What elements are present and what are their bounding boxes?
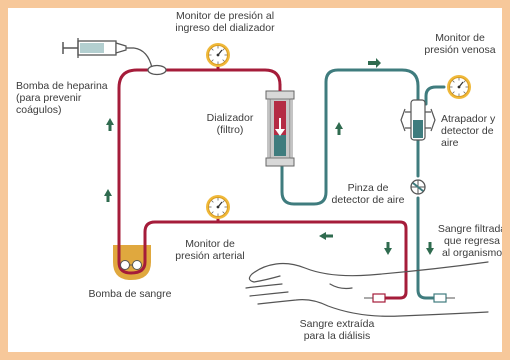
air-clamp-icon	[410, 179, 426, 195]
dialyzer-label: Dializador (filtro)	[206, 112, 254, 136]
flow-down-arrow-icon	[384, 242, 392, 255]
air-trap-icon	[400, 99, 436, 141]
flow-up-arrow-icon	[335, 122, 343, 135]
flow-left-arrow-icon	[319, 232, 333, 240]
air-trap-label: Atrapador y detector de aire	[441, 113, 496, 149]
heparin-pump-label: Bomba de heparina (para prevenir coágulo…	[16, 80, 108, 116]
flow-up-arrow-icon	[104, 189, 112, 202]
arterial-pressure-label: Monitor de presión arterial	[175, 238, 245, 262]
arterial-needle-icon	[364, 293, 386, 303]
inlet-pressure-gauge-icon	[205, 42, 231, 68]
patient-arm-icon	[245, 261, 489, 317]
venous-pressure-gauge-icon	[446, 74, 472, 100]
blood-pump-icon	[113, 243, 151, 280]
filtered-blood-label: Sangre filtrada que regresa al organismo	[437, 223, 507, 259]
flow-up-arrow-icon	[106, 118, 114, 131]
drawn-blood-label: Sangre extraída para la diálisis	[299, 318, 375, 342]
venous-needle-icon	[433, 293, 455, 303]
flow-right-arrow-icon	[368, 58, 381, 68]
flow-down-arrow-icon	[426, 242, 434, 255]
venous-pressure-label: Monitor de presión venosa	[424, 32, 496, 56]
arterial-pressure-gauge-icon	[205, 194, 231, 220]
arterial-line	[117, 53, 408, 300]
blood-pump-label: Bomba de sangre	[88, 288, 172, 300]
venous-line	[280, 68, 446, 300]
dialyzer-icon	[265, 84, 295, 167]
air-clamp-label: Pinza de detector de aire	[331, 182, 405, 206]
heparin-syringe-icon	[62, 38, 167, 76]
inlet-pressure-label: Monitor de presión al ingreso del dializ…	[175, 10, 275, 34]
